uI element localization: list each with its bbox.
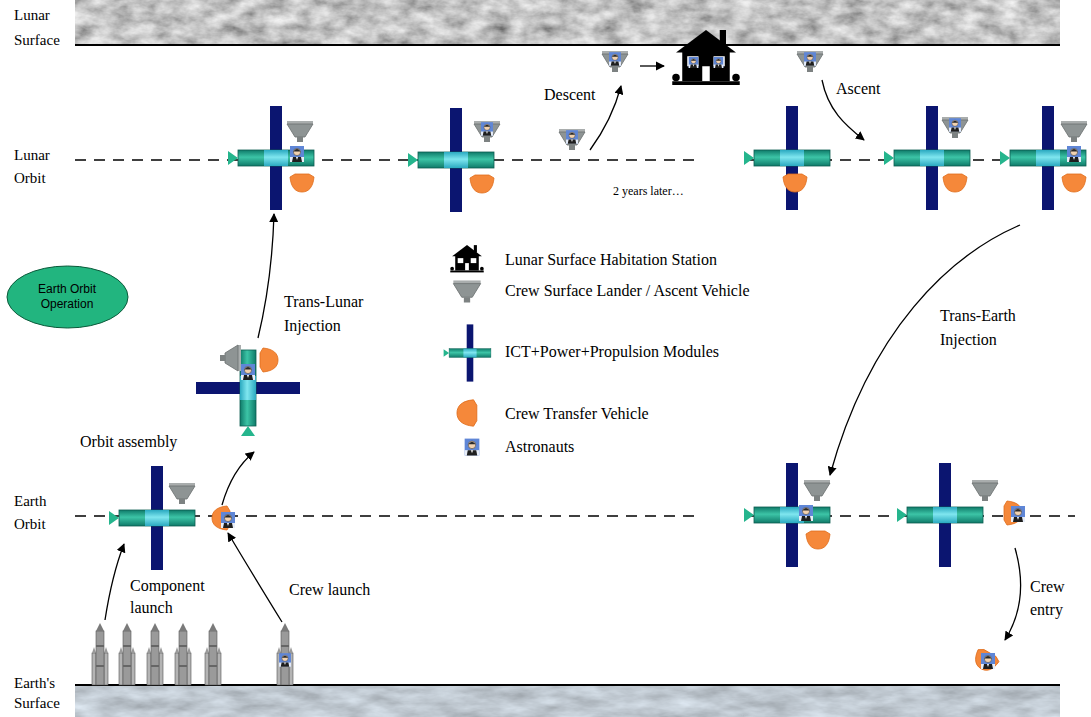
orbiter-icon bbox=[196, 350, 300, 436]
orbiter-icon bbox=[109, 466, 195, 570]
lander-icon bbox=[559, 129, 585, 150]
side-label: Lunar Orbit bbox=[14, 144, 76, 189]
lander-icon bbox=[804, 480, 830, 501]
lander-icon bbox=[169, 483, 195, 504]
astronaut-icon bbox=[1067, 146, 1081, 162]
legend-text: ICT+Power+Propulsion Modules bbox=[505, 342, 719, 361]
crew-vehicle-icon bbox=[260, 348, 278, 372]
lander-icon bbox=[474, 121, 500, 142]
habitat-icon bbox=[672, 30, 740, 85]
crew-vehicle-icon bbox=[783, 174, 807, 192]
lunar-surface-band bbox=[75, 0, 1060, 45]
astronaut-icon bbox=[981, 653, 995, 669]
rocket-icon bbox=[175, 623, 191, 685]
rocket-icon bbox=[92, 623, 108, 685]
orbiter-icon bbox=[884, 106, 970, 210]
lander-icon bbox=[972, 480, 998, 501]
orbiter-icon bbox=[444, 324, 491, 381]
orbiter-icon bbox=[897, 463, 983, 567]
lander-icon bbox=[797, 51, 823, 72]
side-label: Lunar Surface bbox=[14, 3, 76, 53]
orbiter-icon bbox=[744, 463, 830, 567]
transfer-stack bbox=[196, 345, 300, 436]
arrow-label: Crew launch bbox=[289, 580, 399, 599]
orbiter-icon bbox=[744, 106, 830, 210]
earth-orbit-vehicles bbox=[109, 463, 1025, 675]
crew-vehicle-icon bbox=[470, 175, 494, 193]
orbit-lines bbox=[75, 160, 1075, 516]
legend-text: Crew Surface Lander / Ascent Vehicle bbox=[505, 281, 750, 300]
astronaut-icon bbox=[221, 512, 235, 528]
lander-icon bbox=[287, 121, 313, 142]
flight-arrows bbox=[105, 66, 1021, 640]
arrow-label: Descent bbox=[544, 85, 614, 104]
crew-vehicle-icon bbox=[457, 400, 477, 426]
rocket-icon bbox=[147, 623, 163, 685]
legend-text: Lunar Surface Habitation Station bbox=[505, 250, 717, 269]
astronaut-icon bbox=[290, 146, 304, 162]
lander-icon bbox=[942, 117, 968, 138]
arrow-label: Ascent bbox=[836, 79, 896, 98]
arrow-label: Crew entry bbox=[1030, 575, 1082, 621]
arrow-label: Component launch bbox=[130, 575, 220, 618]
arrow-label: Orbit assembly bbox=[80, 432, 220, 451]
legend-text: Astronauts bbox=[505, 437, 574, 456]
ellipse-node: Earth Orbit Operation bbox=[6, 265, 129, 329]
astronaut-icon bbox=[1011, 506, 1025, 522]
legend-text: Crew Transfer Vehicle bbox=[505, 404, 649, 423]
orbiter-icon bbox=[228, 106, 314, 210]
orbiter-icon bbox=[1000, 106, 1086, 210]
astronaut-icon bbox=[465, 439, 480, 456]
crew-vehicle-icon bbox=[1062, 174, 1086, 192]
lander-icon bbox=[453, 280, 480, 302]
node-text: Earth Orbit Operation bbox=[25, 282, 109, 312]
lunar-orbit-vehicles bbox=[228, 30, 1087, 212]
arrow-label: Trans-Lunar Injection bbox=[284, 290, 384, 338]
legend-icons bbox=[444, 245, 491, 455]
crew-vehicle-icon bbox=[971, 647, 1001, 675]
earth-surface-band bbox=[75, 685, 1060, 717]
astronaut-icon bbox=[279, 653, 291, 667]
astronaut-icon bbox=[799, 505, 813, 521]
habitat-icon bbox=[450, 245, 483, 272]
arrow-label: Trans-Earth Injection bbox=[940, 304, 1040, 352]
rocket-icon bbox=[119, 623, 135, 685]
crew-vehicle-icon bbox=[806, 531, 830, 549]
rocket-icon bbox=[205, 623, 221, 685]
side-label: Earth Orbit bbox=[14, 490, 76, 535]
lander-icon bbox=[220, 345, 241, 371]
side-label: Earth's Surface bbox=[14, 674, 76, 713]
note-label: 2 years later… bbox=[613, 184, 723, 198]
lander-icon bbox=[602, 51, 628, 72]
crew-vehicle-icon bbox=[290, 174, 314, 192]
launch-rockets bbox=[92, 623, 293, 685]
lander-icon bbox=[1061, 121, 1087, 142]
rocket-icon bbox=[277, 623, 293, 685]
astronaut-icon bbox=[241, 364, 255, 380]
crew-vehicle-icon bbox=[943, 174, 967, 192]
